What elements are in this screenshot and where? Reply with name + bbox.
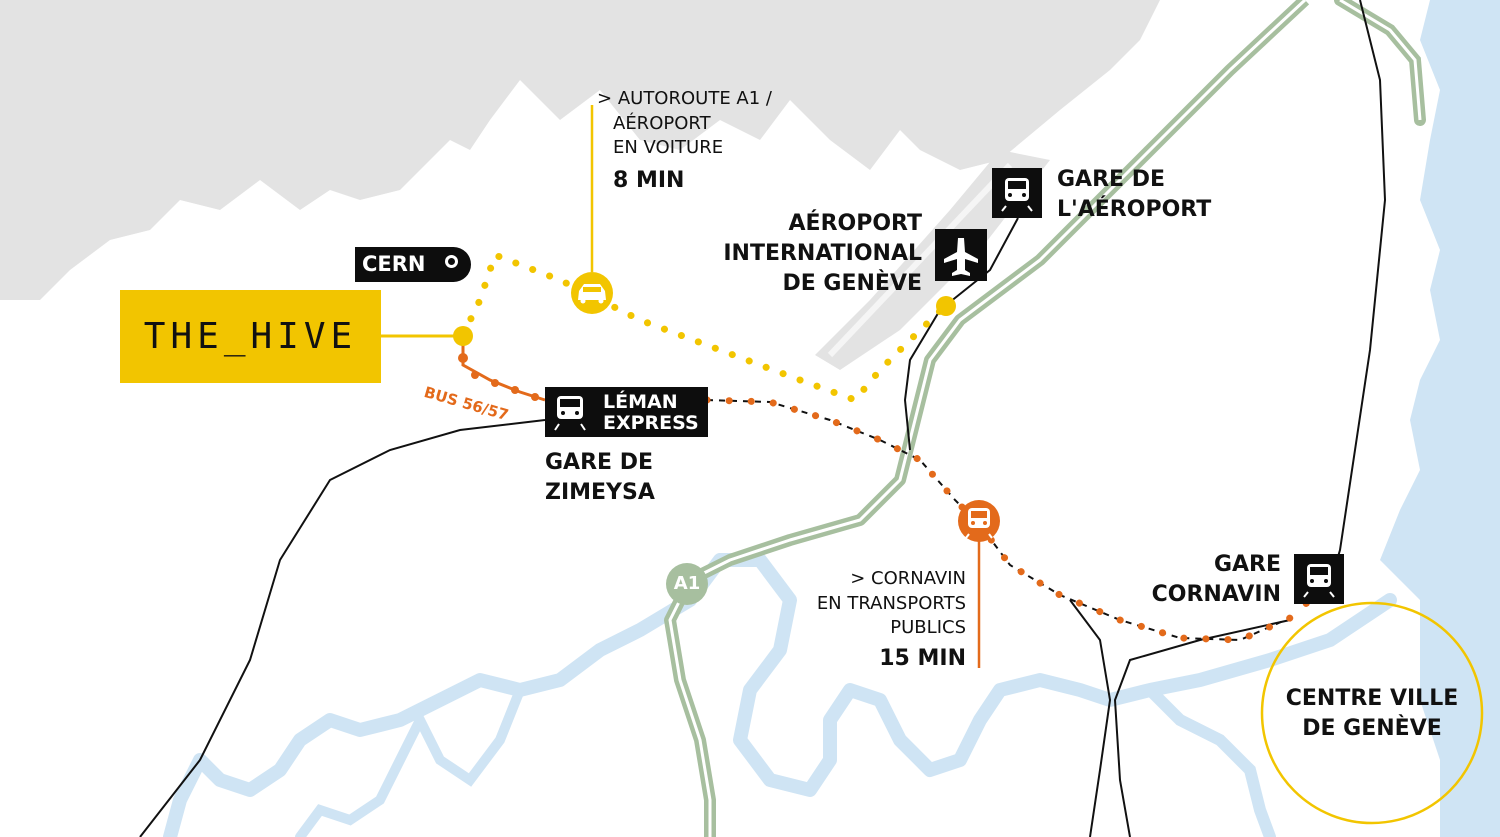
car-icon: [571, 272, 613, 314]
cornavin-line-2: CORNAVIN: [1151, 582, 1281, 607]
airport-runway-strip: [827, 162, 1013, 358]
hive-node-small: [458, 353, 468, 363]
cornavin-label: GARE CORNAVIN: [1152, 550, 1281, 610]
car-route-dotted: [459, 250, 949, 405]
rhone-river: [163, 553, 1397, 837]
city-centre-line-2: DE GENÈVE: [1302, 716, 1442, 741]
hive-node: [453, 326, 473, 346]
transit-route-line-1: CORNAVIN: [871, 568, 966, 589]
rail-line-north: [1324, 0, 1387, 601]
rail-line-south-1: [1113, 619, 1291, 837]
zimeysa-line-1: GARE DE: [545, 450, 654, 475]
airport-line-1: AÉROPORT: [788, 211, 922, 236]
motorway-a1-inner: [668, 0, 1307, 837]
bus-route-dotted: [461, 338, 546, 402]
city-centre-circle: [1260, 601, 1484, 825]
airport-runway-area: [815, 150, 1050, 370]
airport-label: AÉROPORT INTERNATIONAL DE GENÈVE: [723, 209, 922, 299]
car-route-line-3: EN VOITURE: [613, 137, 724, 158]
transit-route-duration: 15 MIN: [879, 646, 966, 671]
leman-express-label: LÉMAN EXPRESS: [603, 392, 699, 434]
cornavin-train-icon: [1294, 554, 1344, 604]
transit-train-icon: [958, 500, 1000, 542]
a1-shield: [666, 563, 708, 605]
car-route-label: > AUTOROUTE A1 / AÉROPORT EN VOITURE: [597, 87, 772, 161]
transit-route-line-2: EN TRANSPORTS: [816, 592, 966, 614]
leman-express-train-icon: [545, 387, 708, 437]
a1-label: A1: [673, 573, 701, 594]
airport-station-line-1: GARE DE: [1057, 167, 1166, 192]
cornavin-line-1: GARE: [1213, 552, 1281, 577]
airport-station-label: GARE DE L'AÉROPORT: [1057, 165, 1211, 225]
zimeysa-line-2: ZIMEYSA: [545, 480, 655, 505]
car-route-line-1: AUTOROUTE A1 /: [617, 88, 772, 109]
rail-line-airport: [903, 217, 1019, 451]
airport-line-3: DE GENÈVE: [782, 271, 922, 296]
car-route-line-2: AÉROPORT: [613, 112, 711, 134]
airport-node: [936, 296, 956, 316]
cern-label: CERN: [362, 252, 426, 276]
city-centre-line-1: CENTRE VILLE: [1285, 686, 1459, 711]
leman-express-line-2: EXPRESS: [603, 412, 699, 434]
arve-river: [1144, 684, 1276, 837]
transit-route-line-3: PUBLICS: [890, 617, 966, 638]
city-centre-label: CENTRE VILLE DE GENÈVE: [1272, 684, 1472, 744]
motorway-north-branch-inner: [1339, 0, 1422, 121]
lake-water: [1380, 0, 1500, 837]
hive-logo-box: [120, 290, 381, 383]
rail-line-west: [139, 419, 546, 837]
transit-route-label: > CORNAVIN EN TRANSPORTS PUBLICS: [817, 567, 966, 641]
hive-logo: THE_HIVE: [143, 316, 358, 357]
gray-land-area: [0, 0, 1160, 300]
leman-express-line-1: LÉMAN: [603, 391, 678, 413]
car-route-duration: 8 MIN: [613, 168, 685, 193]
cern-location-dot: [445, 255, 458, 268]
transit-route-dotted: [703, 396, 1314, 644]
airport-station-badge: [992, 168, 1042, 218]
river-loop: [295, 685, 525, 837]
rail-line-south-2: [1069, 599, 1112, 837]
zimeysa-label: GARE DE ZIMEYSA: [545, 448, 655, 508]
transit-route-prefix: >: [850, 568, 866, 589]
airport-station-line-2: L'AÉROPORT: [1057, 197, 1212, 222]
car-route-prefix: >: [597, 88, 613, 109]
airport-line-2: INTERNATIONAL: [723, 241, 922, 266]
airplane-icon: [935, 229, 987, 281]
